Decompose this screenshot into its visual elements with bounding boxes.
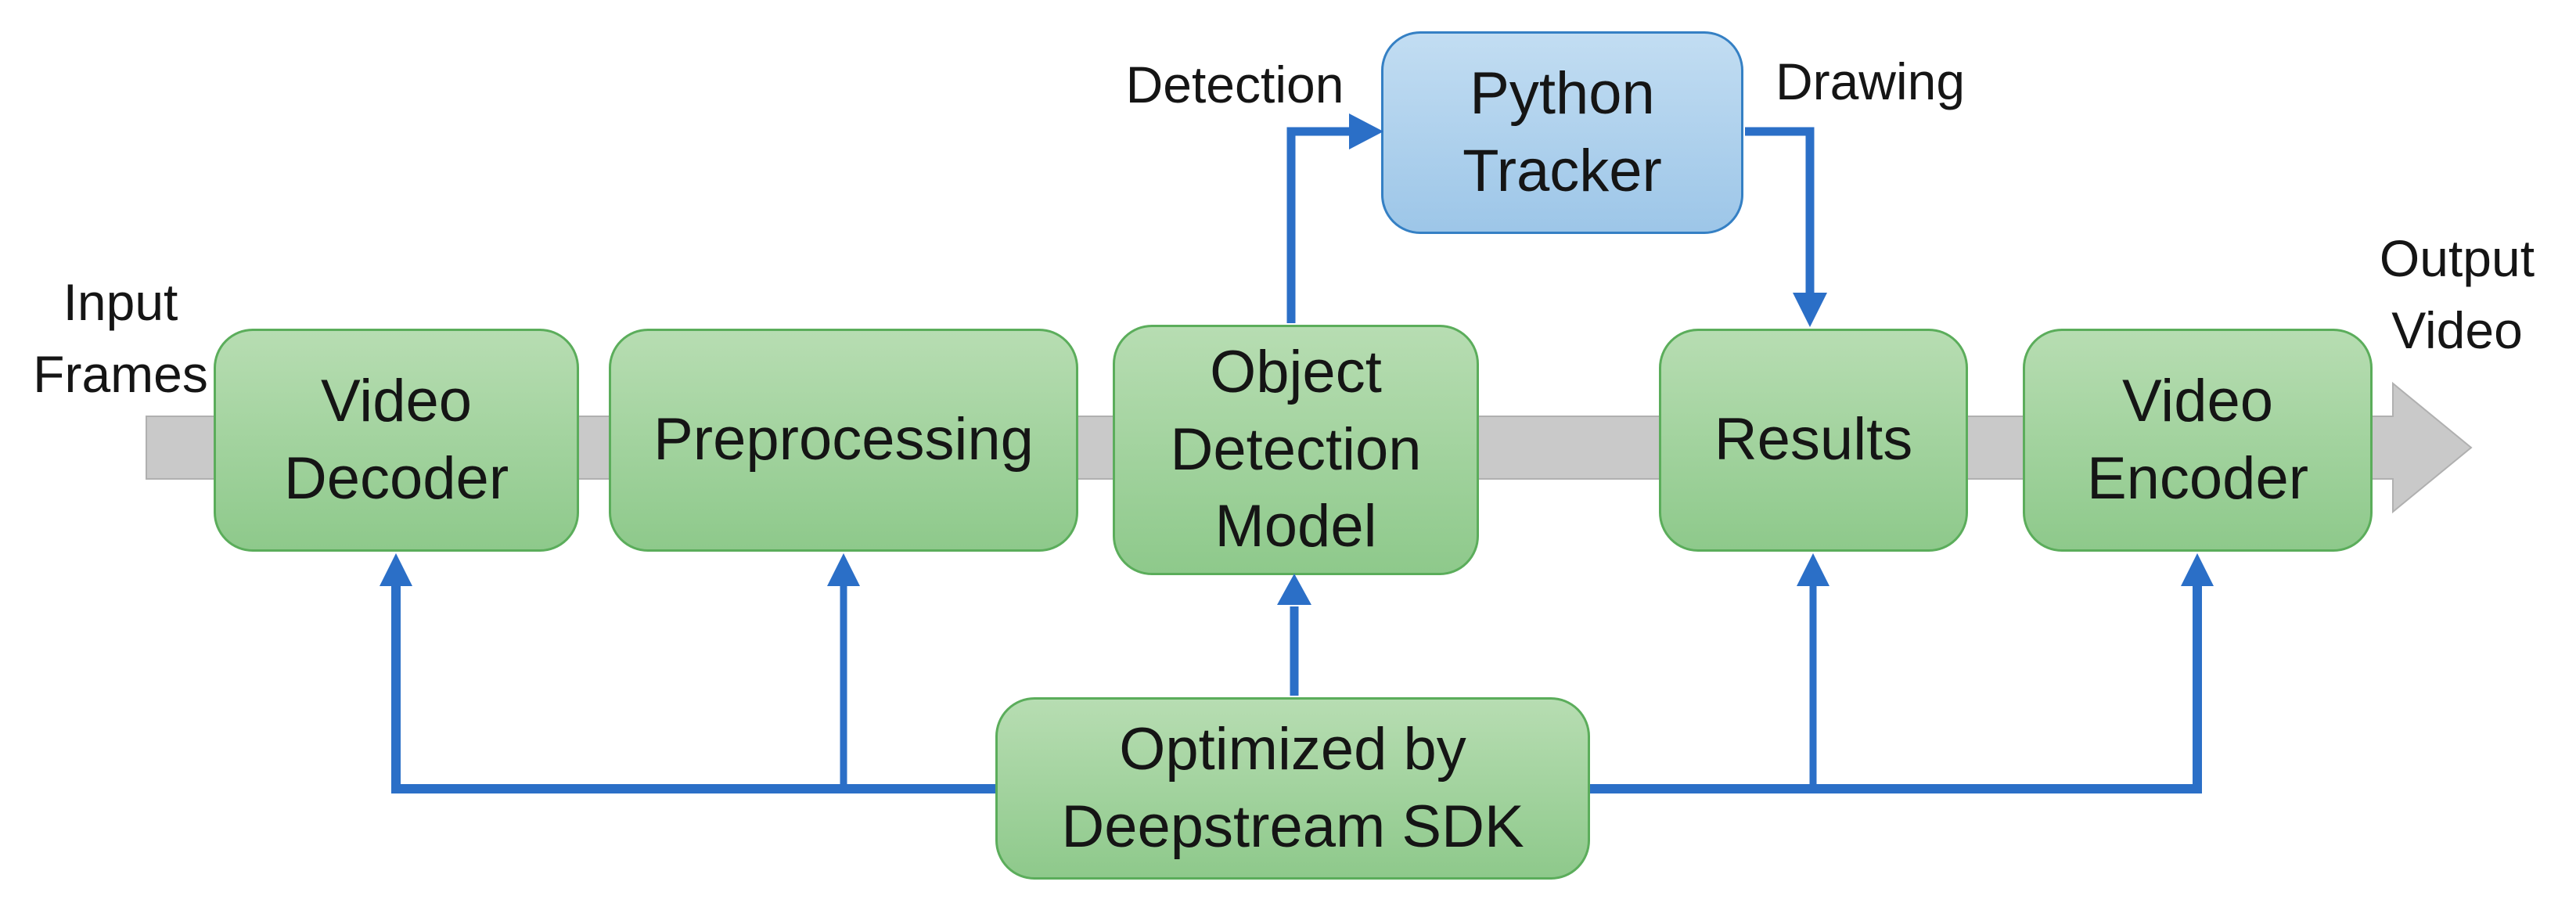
node-python-tracker: Python Tracker bbox=[1381, 31, 1743, 234]
node-label: Python Tracker bbox=[1462, 59, 1662, 204]
label-detection: Detection bbox=[1125, 56, 1344, 113]
label-drawing: Drawing bbox=[1775, 52, 1966, 110]
arrow-detection-icon bbox=[1286, 113, 1383, 323]
node-label: Results bbox=[1714, 406, 1913, 473]
arrow-sdk-to-preprocessing-icon bbox=[827, 553, 860, 790]
arrow-sdk-to-video-encoder-icon bbox=[1590, 553, 2214, 793]
node-label: Video Encoder bbox=[2086, 367, 2309, 512]
label-input-frames: Input Frames bbox=[33, 273, 208, 404]
label-output-video: Output Video bbox=[2379, 229, 2535, 360]
node-video-encoder: Video Encoder bbox=[2023, 329, 2373, 552]
node-video-decoder: Video Decoder bbox=[214, 329, 579, 552]
arrow-sdk-to-detection-model-icon bbox=[1277, 574, 1311, 696]
node-label: Object Detection Model bbox=[1170, 338, 1422, 560]
node-label: Video Decoder bbox=[283, 367, 509, 512]
node-optimized-by-deepstream-sdk: Optimized by Deepstream SDK bbox=[995, 697, 1590, 880]
node-label: Preprocessing bbox=[653, 406, 1034, 473]
arrow-sdk-to-video-decoder-icon bbox=[380, 553, 995, 793]
node-preprocessing: Preprocessing bbox=[609, 329, 1078, 552]
arrow-sdk-to-results-icon bbox=[1797, 553, 1829, 790]
arrow-drawing-icon bbox=[1745, 127, 1827, 327]
node-results: Results bbox=[1659, 329, 1968, 552]
node-label: Optimized by Deepstream SDK bbox=[1061, 715, 1524, 860]
node-object-detection-model: Object Detection Model bbox=[1113, 325, 1479, 575]
